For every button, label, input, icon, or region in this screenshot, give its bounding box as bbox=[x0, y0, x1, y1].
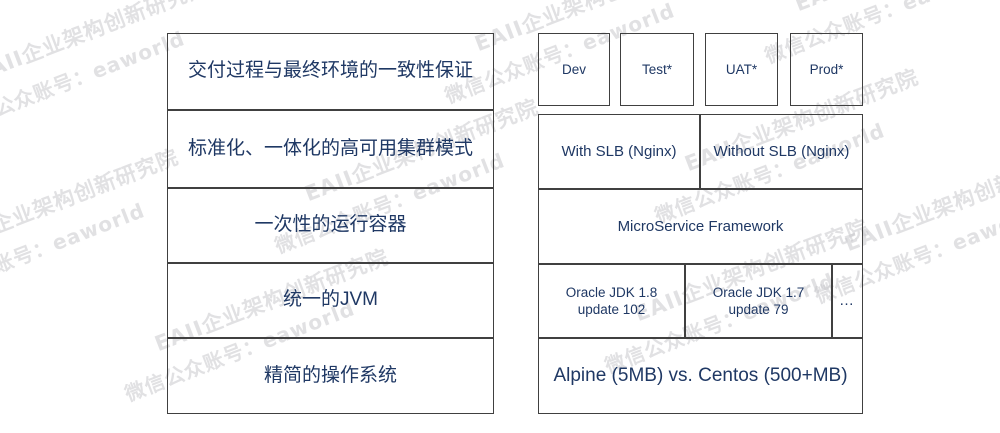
ellipsis-label: … bbox=[839, 292, 856, 310]
environment-label: UAT* bbox=[725, 61, 758, 77]
runtime-label-line1: Oracle JDK 1.8 bbox=[565, 284, 658, 300]
layer-label: 交付过程与最终环境的一致性保证 bbox=[187, 60, 473, 82]
slb-box-without: Without SLB (Nginx) bbox=[700, 114, 863, 189]
runtime-box-jdk18: Oracle JDK 1.8 update 102 bbox=[538, 264, 685, 338]
framework-box: MicroService Framework bbox=[538, 189, 863, 264]
layer-label: 统一的JVM bbox=[282, 289, 378, 311]
environment-label: Dev bbox=[561, 61, 586, 77]
slb-label: Without SLB (Nginx) bbox=[713, 142, 850, 160]
runtime-label-line1: Oracle JDK 1.7 bbox=[712, 284, 805, 300]
environment-label: Test* bbox=[641, 61, 672, 77]
capability-stack: 交付过程与最终环境的一致性保证 标准化、一体化的高可用集群模式 一次性的运行容器… bbox=[167, 33, 494, 414]
layer-label: 精简的操作系统 bbox=[263, 364, 397, 386]
slb-box-with: With SLB (Nginx) bbox=[538, 114, 700, 189]
runtime-label-line2: update 102 bbox=[577, 302, 646, 317]
layer-label: 一次性的运行容器 bbox=[254, 214, 407, 236]
implementation-stack: Dev Test* UAT* Prod* With SLB (Nginx) Wi… bbox=[538, 33, 863, 414]
environment-box-test: Test* bbox=[620, 33, 694, 106]
runtime-label: Oracle JDK 1.8 update 102 bbox=[566, 284, 658, 319]
runtime-box-more: … bbox=[832, 264, 863, 338]
runtime-box-jdk17: Oracle JDK 1.7 update 79 bbox=[685, 264, 832, 338]
runtime-label: Oracle JDK 1.7 update 79 bbox=[713, 284, 805, 319]
environment-label: Prod* bbox=[809, 61, 844, 77]
framework-label: MicroService Framework bbox=[617, 217, 784, 235]
capability-layer-os: 精简的操作系统 bbox=[167, 338, 494, 414]
base-image-box: Alpine (5MB) vs. Centos (500+MB) bbox=[538, 338, 863, 414]
base-image-label: Alpine (5MB) vs. Centos (500+MB) bbox=[553, 364, 848, 386]
capability-layer-consistency: 交付过程与最终环境的一致性保证 bbox=[167, 33, 494, 110]
runtime-label-line2: update 79 bbox=[728, 302, 789, 317]
layer-label: 标准化、一体化的高可用集群模式 bbox=[187, 137, 473, 159]
capability-layer-cluster-mode: 标准化、一体化的高可用集群模式 bbox=[167, 110, 494, 188]
environment-box-prod: Prod* bbox=[790, 33, 863, 106]
capability-layer-jvm: 统一的JVM bbox=[167, 263, 494, 338]
environment-box-dev: Dev bbox=[538, 33, 610, 106]
capability-layer-container: 一次性的运行容器 bbox=[167, 188, 494, 263]
environment-box-uat: UAT* bbox=[705, 33, 778, 106]
slb-label: With SLB (Nginx) bbox=[561, 142, 677, 160]
